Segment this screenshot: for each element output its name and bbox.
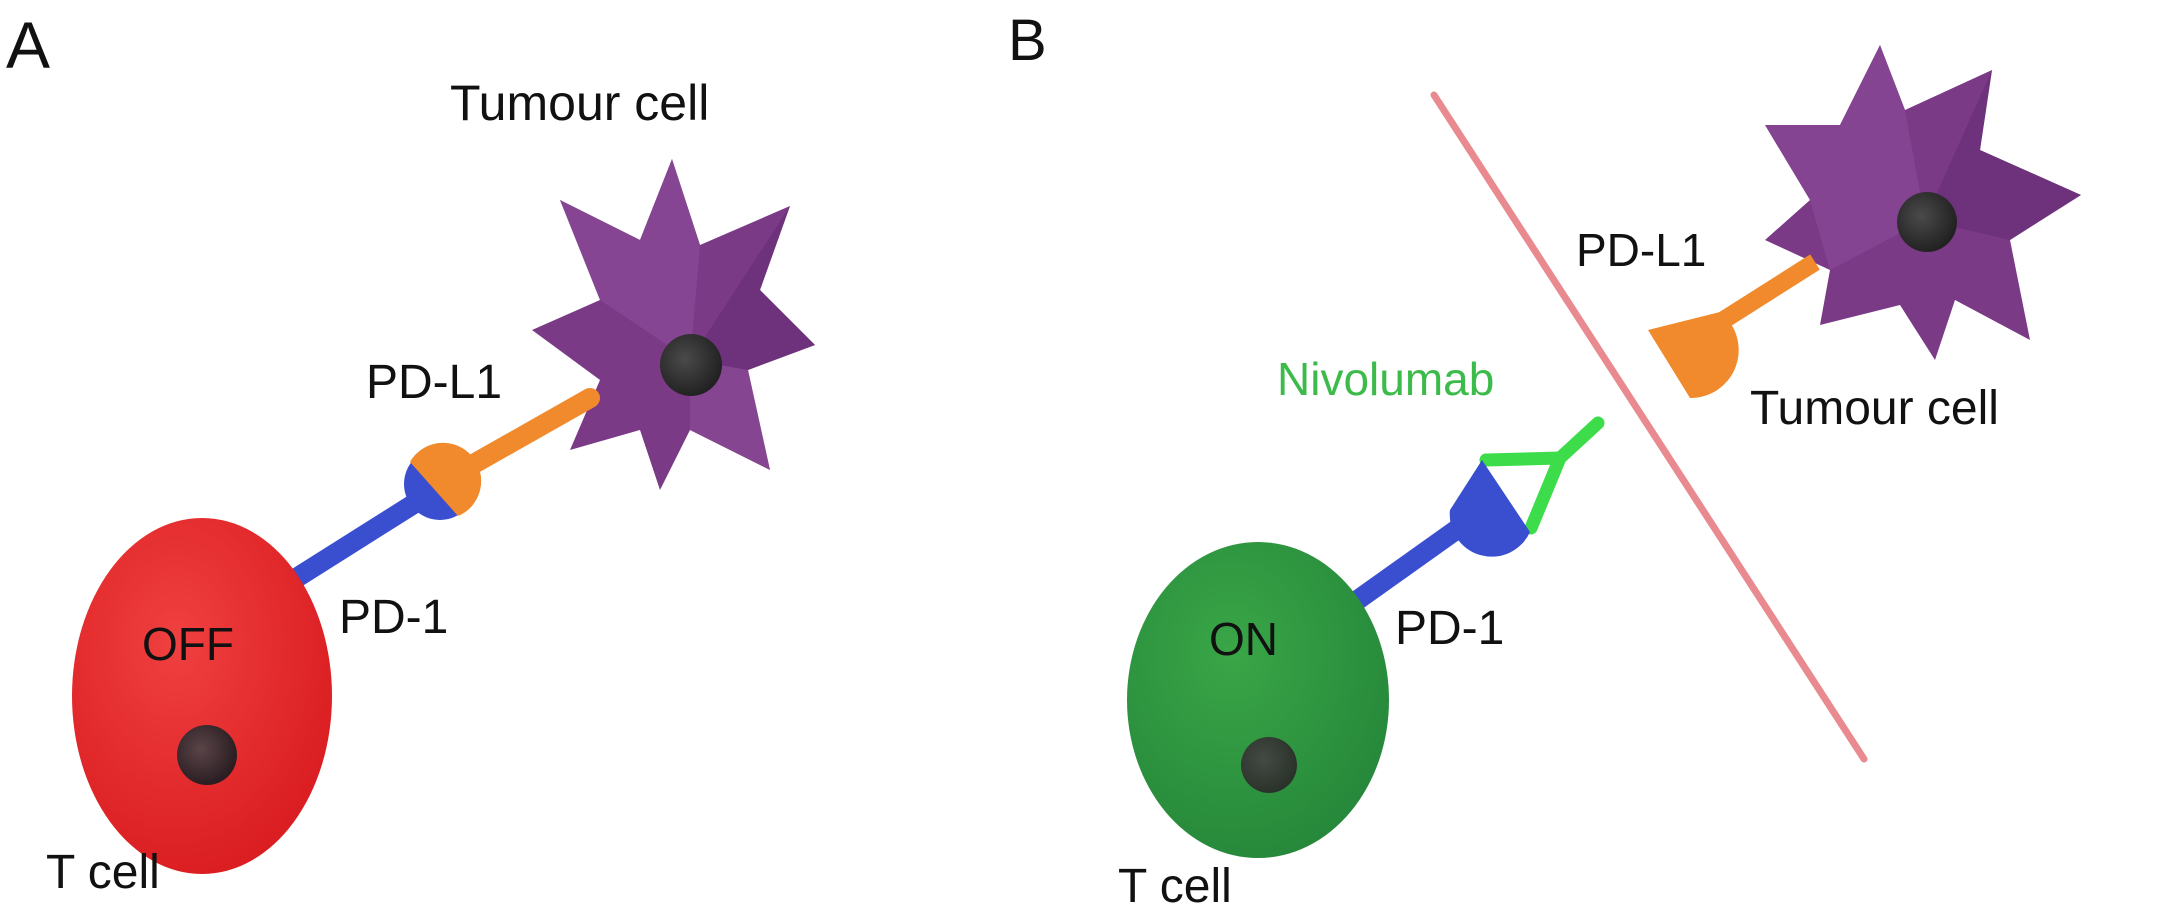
tumour-cell-label: Tumour cell: [450, 75, 709, 131]
t-cell-off: [72, 518, 332, 874]
tumour-cell-b: [1765, 45, 2081, 360]
panel-b: B PD-L1 Tumour cell Nivolumab ON PD-1 T …: [1008, 8, 2081, 913]
pd-1-stalk-b: [1346, 511, 1476, 613]
pd-1-label: PD-1: [339, 591, 448, 644]
tumour-nucleus: [660, 334, 722, 396]
t-cell-nucleus-b: [1241, 737, 1297, 793]
pd1-pdl1-complex: [404, 442, 482, 520]
t-cell-label-b: T cell: [1118, 860, 1232, 913]
pd-1-stalk: [284, 491, 426, 591]
pd-1-label-b: PD-1: [1395, 602, 1504, 655]
pd-1-cup: [1449, 460, 1530, 557]
nivolumab-label: Nivolumab: [1277, 353, 1494, 405]
t-cell-state-on: ON: [1209, 613, 1278, 665]
t-cell-nucleus: [177, 725, 237, 785]
tumour-cell: [532, 159, 815, 490]
panel-letter-a: A: [6, 8, 50, 82]
pd-l1-label-b: PD-L1: [1576, 224, 1706, 276]
t-cell-on: [1127, 542, 1389, 858]
tumour-nucleus-b: [1897, 192, 1957, 252]
panel-a: A Tumour cell PD-L1 OFF PD-1 T cell: [6, 8, 815, 899]
tumour-cell-label-b: Tumour cell: [1750, 382, 1999, 435]
t-cell-label: T cell: [46, 846, 160, 899]
pd-l1-stalk: [460, 388, 600, 476]
panel-letter-b: B: [1008, 8, 1047, 73]
blocking-line: [1430, 91, 1868, 763]
t-cell-state-off: OFF: [142, 618, 234, 670]
pd-l1-cup: [1648, 312, 1739, 399]
pd-l1-label: PD-L1: [366, 356, 502, 409]
nivolumab-antibody: [1479, 416, 1605, 535]
